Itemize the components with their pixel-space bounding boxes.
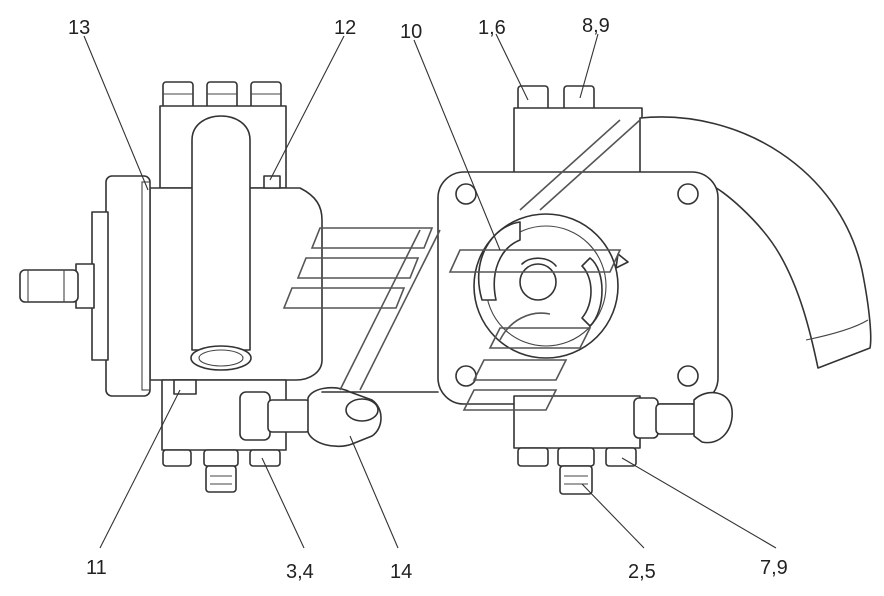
rotation-arrow-icon	[615, 253, 629, 269]
bottom-bolt-b	[557, 447, 595, 467]
upper-box	[513, 107, 643, 179]
plate-hole-tr	[677, 183, 699, 205]
plug-12	[263, 175, 281, 189]
callout-10: 10	[400, 21, 422, 43]
callout-labels: 13 12 10 1,6 8,9 11 3,4 14 2,5 7,9	[68, 15, 788, 583]
callout-14: 14	[390, 561, 412, 583]
bottom-bolts-left	[162, 449, 281, 493]
left-pump-unit	[19, 81, 382, 493]
callout-1-6: 1,6	[478, 17, 506, 39]
bottom-bolt-a	[517, 447, 549, 467]
plate-hole-tl	[455, 183, 477, 205]
elbow-cap	[345, 398, 379, 422]
adjust-screw	[519, 263, 557, 301]
plug-11	[173, 379, 197, 395]
top-bolt-8-9	[563, 85, 595, 111]
slot-right	[581, 257, 603, 327]
callout-13: 13	[68, 17, 90, 39]
slot-left	[477, 221, 521, 301]
drain-plug-2-5	[559, 465, 593, 495]
leader-lines	[83, 33, 777, 549]
right-union	[655, 403, 697, 435]
union-fitting	[267, 399, 311, 433]
callout-11: 11	[86, 557, 107, 579]
vertical-pipe	[191, 115, 251, 351]
callout-3-4: 3,4	[286, 561, 314, 583]
right-elbow	[693, 391, 733, 444]
callout-12: 12	[334, 17, 356, 39]
watermark-logo	[282, 119, 641, 411]
plate-hole-bl	[455, 365, 477, 387]
right-nut	[633, 397, 659, 439]
drive-shaft	[19, 269, 79, 303]
flange-13	[105, 175, 151, 397]
right-valve-unit	[437, 85, 872, 495]
nut-fitting	[239, 391, 271, 441]
plate-hole-br	[677, 365, 699, 387]
lower-block-right	[513, 395, 641, 449]
top-bolts-left	[162, 81, 282, 109]
callout-2-5: 2,5	[628, 561, 656, 583]
callout-8-9: 8,9	[582, 15, 610, 37]
callout-7-9: 7,9	[760, 557, 788, 579]
